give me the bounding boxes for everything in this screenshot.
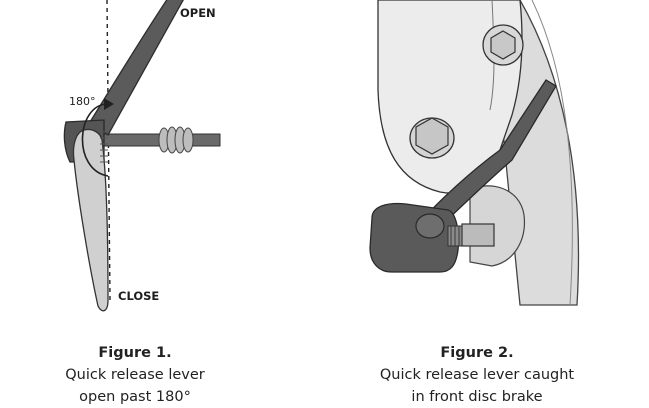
figure2-caption-line1: Quick release lever caught — [379, 367, 575, 383]
label-angle: 180° — [69, 95, 96, 108]
figure2-caption-title: Figure 2. — [440, 345, 514, 361]
upper-caliper-bolt — [482, 24, 524, 66]
arc-arrowhead — [104, 98, 114, 110]
lever-closed-position — [72, 128, 109, 312]
figure2-caption: Figure 2. Quick release lever caught in … — [366, 342, 588, 408]
figure1-diagram: OPEN 180° CLOSE — [63, 0, 221, 312]
rotation-arc — [81, 103, 109, 177]
figure1-caption-line2: open past 180° — [79, 389, 191, 405]
reference-dashed-line — [106, 0, 111, 301]
label-close: CLOSE — [118, 289, 159, 303]
label-open: OPEN — [180, 6, 216, 20]
quick-release-knob — [369, 202, 463, 273]
figure2-caption-line2: in front disc brake — [411, 389, 543, 405]
figure1-caption-title: Figure 1. — [98, 345, 172, 361]
lever-open-position — [89, 0, 184, 136]
figure2-diagram — [369, 0, 580, 306]
figure1-caption-line1: Quick release lever — [65, 367, 205, 383]
lower-caliper-bolt — [409, 117, 455, 159]
figure1-caption: Figure 1. Quick release lever open past … — [30, 342, 240, 408]
hub-locknut — [461, 223, 495, 247]
skewer-rod — [94, 126, 221, 154]
